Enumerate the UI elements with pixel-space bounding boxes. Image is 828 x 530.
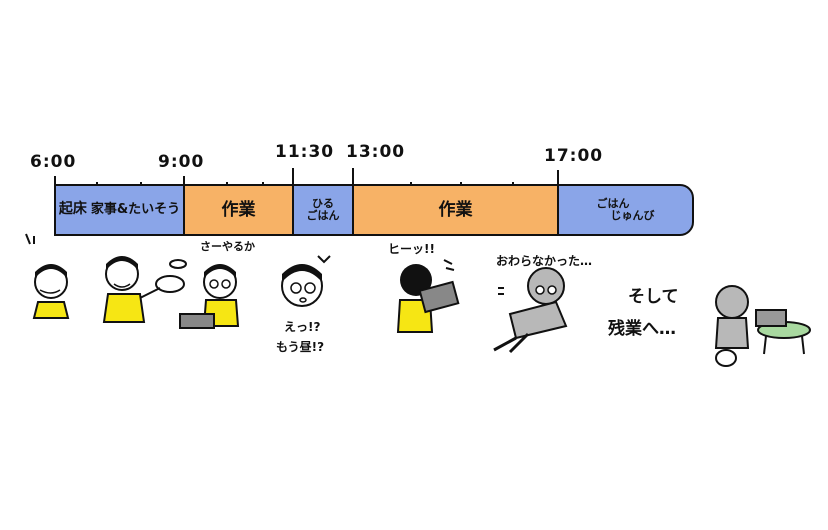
- girl-laptop-figure: [179, 264, 240, 329]
- segment-label-lunch-b: ごはん: [306, 209, 340, 222]
- caption-etsu: えっ!?: [284, 320, 321, 334]
- major-tick: [292, 168, 294, 184]
- girl-surprised-figure: [281, 255, 331, 307]
- caption-hitsu: ヒーッ!!: [388, 242, 435, 256]
- caption-mouhiru: もう昼!?: [276, 340, 325, 354]
- segment-label-work-afternoon: 作業: [438, 199, 473, 220]
- segment-label-work-morning: 作業: [221, 199, 256, 220]
- girl-waking-figure: [25, 233, 70, 319]
- girl-busy-figure: [396, 259, 460, 333]
- girl-exhausted-figure: [493, 267, 568, 354]
- major-tick: [557, 170, 559, 184]
- tick-label-1130: 11:30: [275, 142, 335, 162]
- caption-soshite: そして: [628, 287, 679, 307]
- segment-work-morning: 作業: [183, 184, 294, 236]
- segment-dinner-prep: ごはん じゅんび: [557, 184, 694, 236]
- major-tick: [54, 176, 56, 188]
- segment-work-afternoon: 作業: [352, 184, 559, 236]
- tick-label-13: 13:00: [346, 142, 406, 162]
- girl-exercising-figure: [102, 256, 187, 323]
- segment-label-wake: 起床: [58, 201, 87, 218]
- girl-overtime-figure: [714, 285, 811, 367]
- tick-label-9: 9:00: [158, 152, 205, 172]
- segment-label-lunch-a: ひる: [312, 196, 334, 210]
- caption-zangyou: 残業へ…: [608, 319, 676, 339]
- caption-sayaruka: さーやるか: [200, 240, 255, 253]
- tick-label-17: 17:00: [544, 146, 604, 166]
- segment-lunch: ひる ごはん: [292, 184, 354, 236]
- segment-wake-chores: 起床 家事&たいそう: [54, 184, 185, 236]
- segment-label-dinner-b: じゅんび: [610, 209, 655, 222]
- segment-label-dinner-a: ごはん: [596, 196, 630, 210]
- tick-label-6: 6:00: [30, 152, 77, 172]
- major-tick: [352, 168, 354, 184]
- caption-owaranakatta: おわらなかった…: [496, 254, 593, 268]
- major-tick: [183, 176, 185, 188]
- segment-label-chores: 家事&たいそう: [90, 201, 181, 217]
